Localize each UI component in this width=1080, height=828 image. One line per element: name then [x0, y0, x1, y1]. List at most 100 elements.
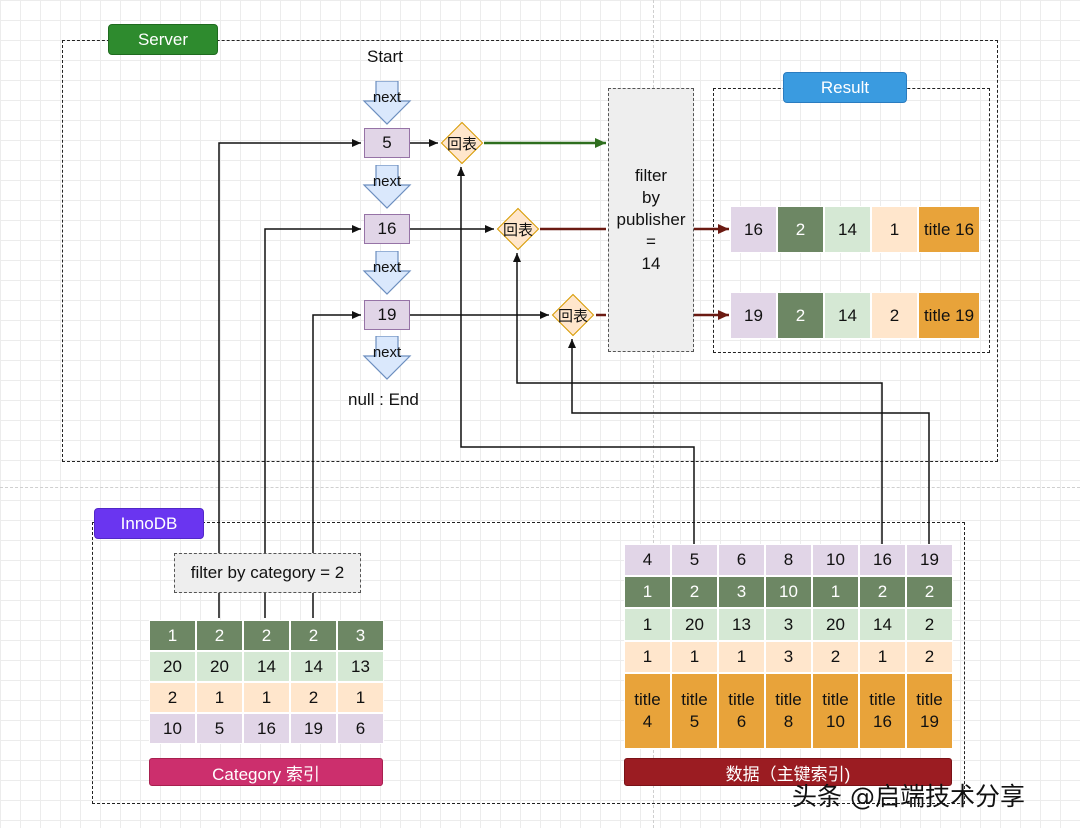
primary-index-cell: title 6 [718, 673, 765, 749]
category-index-cell: 5 [196, 713, 243, 744]
primary-index-caption: 数据（主键索引) [624, 758, 952, 786]
next-arrow: next [362, 336, 412, 380]
start-label: Start [367, 47, 403, 66]
lookup-diamond: 回表 [551, 293, 595, 337]
category-index-cell: 2 [290, 682, 337, 713]
primary-index-cell: 5 [671, 544, 718, 576]
result-cell: 2 [777, 292, 824, 339]
primary-index-cell: title 5 [671, 673, 718, 749]
primary-index-cell: 10 [765, 576, 812, 608]
category-index-cell: 20 [196, 651, 243, 682]
publisher-filter-line: 14 [641, 254, 661, 273]
primary-index-cell: 3 [765, 641, 812, 673]
lookup-label: 回表 [502, 220, 533, 239]
category-index-cell: 13 [337, 651, 384, 682]
primary-index-cell: 4 [624, 544, 671, 576]
watermark-text: 头条 @启端技术分享 [792, 782, 1025, 811]
result-cell: 16 [730, 206, 777, 253]
primary-index-cell: 1 [859, 641, 906, 673]
category-index-cell: 2 [196, 620, 243, 651]
server-container [62, 40, 998, 462]
primary-index-cell: title 4 [624, 673, 671, 749]
next-arrow-label: next [372, 89, 402, 106]
server-node: 5 [364, 128, 410, 158]
primary-index-cell: 1 [624, 641, 671, 673]
category-index-cell: 1 [337, 682, 384, 713]
next-arrow: next [362, 81, 412, 125]
publisher-filter-line: = [646, 232, 656, 251]
next-arrow: next [362, 251, 412, 295]
category-index-cell: 2 [149, 682, 196, 713]
category-index-cell: 16 [243, 713, 290, 744]
lookup-label: 回表 [557, 306, 588, 325]
category-index-cell: 14 [243, 651, 290, 682]
category-index-cell: 1 [196, 682, 243, 713]
category-index-cell: 19 [290, 713, 337, 744]
result-cell: 14 [824, 292, 871, 339]
primary-index-cell: title 19 [906, 673, 953, 749]
result-cell: 2 [777, 206, 824, 253]
primary-index-cell: 10 [812, 544, 859, 576]
primary-index-cell: 1 [671, 641, 718, 673]
category-index-cell: 14 [290, 651, 337, 682]
primary-index-cell: 2 [906, 608, 953, 641]
category-filter-box: filter by category = 2 [174, 553, 361, 593]
category-index-cell: 20 [149, 651, 196, 682]
end-label: null : End [348, 390, 419, 409]
result-cell: 1 [871, 206, 918, 253]
primary-index-cell: 2 [671, 576, 718, 608]
primary-index-cell: title 8 [765, 673, 812, 749]
publisher-filter-line: publisher [616, 210, 686, 229]
result-cell: title 19 [918, 292, 980, 339]
primary-index-cell: 13 [718, 608, 765, 641]
primary-index-cell: 1 [718, 641, 765, 673]
lookup-diamond: 回表 [496, 207, 540, 251]
innodb-container [92, 522, 965, 804]
primary-index-cell: title 16 [859, 673, 906, 749]
primary-index-cell: 1 [812, 576, 859, 608]
primary-index-cell: 8 [765, 544, 812, 576]
primary-index-cell: 2 [906, 641, 953, 673]
category-index-cell: 3 [337, 620, 384, 651]
server-node: 16 [364, 214, 410, 244]
lookup-diamond: 回表 [440, 121, 484, 165]
primary-index-cell: 6 [718, 544, 765, 576]
lookup-label: 回表 [446, 134, 477, 153]
result-cell: 14 [824, 206, 871, 253]
category-index-caption: Category 索引 [149, 758, 383, 786]
primary-index-cell: 3 [718, 576, 765, 608]
primary-index-cell: 2 [812, 641, 859, 673]
primary-index-cell: 20 [671, 608, 718, 641]
category-index-cell: 1 [149, 620, 196, 651]
result-cell: title 16 [918, 206, 980, 253]
publisher-filter-line: filter [634, 166, 668, 185]
primary-index-cell: 2 [906, 576, 953, 608]
next-arrow: next [362, 165, 412, 209]
primary-index-cell: 19 [906, 544, 953, 576]
primary-index-cell: 20 [812, 608, 859, 641]
category-index-cell: 6 [337, 713, 384, 744]
category-index-cell: 1 [243, 682, 290, 713]
primary-index-cell: title 10 [812, 673, 859, 749]
server-node: 19 [364, 300, 410, 330]
publisher-filter-line: by [642, 188, 660, 207]
result-cell: 2 [871, 292, 918, 339]
primary-index-cell: 1 [624, 576, 671, 608]
primary-index-cell: 1 [624, 608, 671, 641]
primary-index-cell: 16 [859, 544, 906, 576]
result-cell: 19 [730, 292, 777, 339]
primary-index-cell: 3 [765, 608, 812, 641]
next-arrow-label: next [372, 344, 402, 361]
next-arrow-label: next [372, 259, 402, 276]
server-tag: Server [108, 24, 218, 55]
category-index-cell: 2 [243, 620, 290, 651]
innodb-tag: InnoDB [94, 508, 204, 539]
category-index-cell: 2 [290, 620, 337, 651]
next-arrow-label: next [372, 173, 402, 190]
category-index-cell: 10 [149, 713, 196, 744]
primary-index-cell: 14 [859, 608, 906, 641]
result-tag: Result [783, 72, 907, 103]
publisher-filter-box: filter by publisher = 14 [608, 88, 694, 352]
primary-index-cell: 2 [859, 576, 906, 608]
